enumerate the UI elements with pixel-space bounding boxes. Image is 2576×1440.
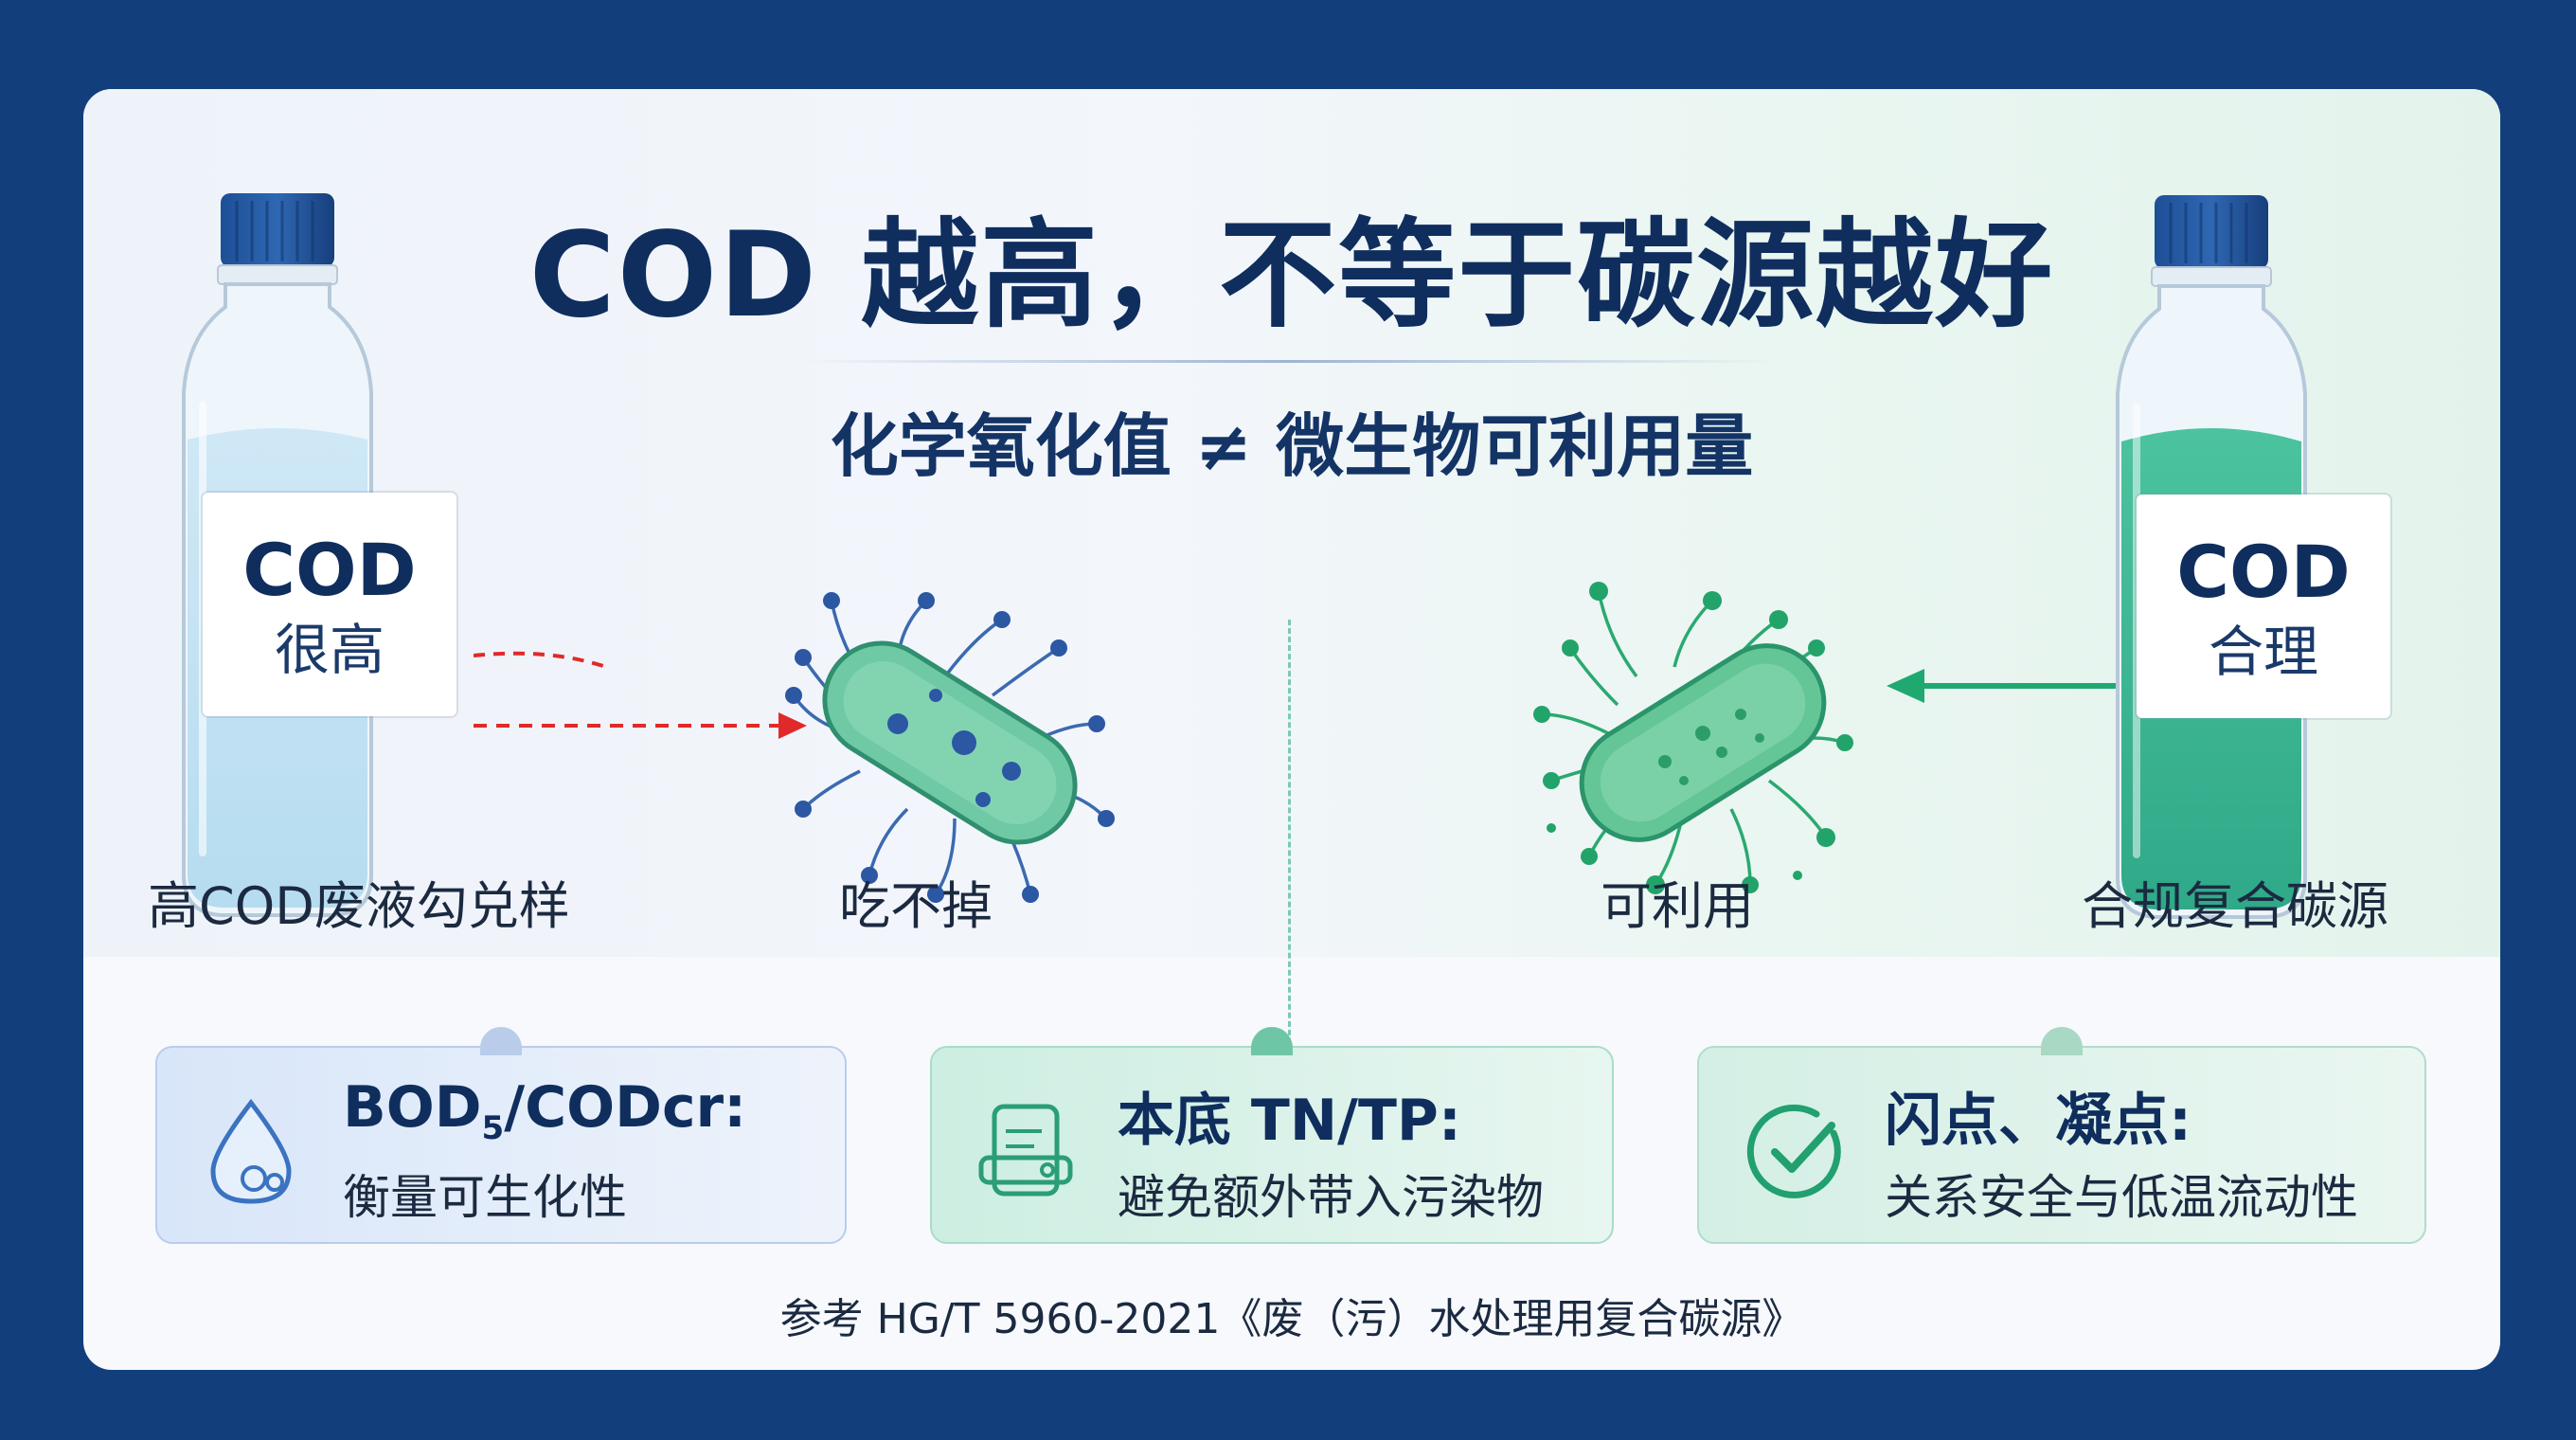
right-bottle-label: COD 合理: [2137, 495, 2390, 718]
page-title: COD 越高，不等于碳源越好: [528, 207, 2055, 344]
card-desc-bod: 衡量可生化性: [343, 1170, 627, 1225]
left-bottle-label-level: 很高: [274, 618, 385, 682]
card-title-bod: BOD5/CODcr:: [343, 1074, 746, 1147]
document-icon: [978, 1104, 1073, 1197]
left-microbe-caption: 吃不掉: [839, 876, 993, 936]
right-microbe-caption: 可利用: [1601, 876, 1754, 936]
illustration-band: [83, 89, 2500, 957]
droplet-icon: [210, 1098, 292, 1204]
info-card-bod: BOD5/CODcr: 衡量可生化性: [155, 1027, 847, 1244]
check-circle-icon: [1746, 1105, 1841, 1198]
left-bottle-label-cod: COD: [242, 528, 417, 612]
right-bottle-caption: 合规复合碳源: [2082, 876, 2388, 936]
center-divider: [1288, 620, 1291, 1112]
card-connector: [2041, 1027, 2083, 1055]
card-title-tntp: 本底 TN/TP:: [1118, 1088, 1461, 1154]
dashed-arrow-icon: [474, 651, 807, 739]
bacteria-icon: [1533, 582, 1853, 894]
card-connector: [1251, 1027, 1293, 1055]
info-card-tntp: 本底 TN/TP: 避免额外带入污染物: [930, 1027, 1614, 1244]
card-desc-flashpoint: 关系安全与低温流动性: [1885, 1170, 2358, 1225]
card-title-bod-subscript: 5: [481, 1109, 505, 1147]
card-connector: [480, 1027, 522, 1055]
right-bottle-label-cod: COD: [2176, 530, 2351, 614]
left-bottle-label: COD 很高: [203, 493, 456, 716]
card-desc-tntp: 避免额外带入污染物: [1118, 1170, 1544, 1225]
left-bottle-caption: 高COD废液勾兑样: [148, 876, 570, 936]
bacteria-icon: [785, 592, 1115, 903]
title-divider: [803, 360, 1779, 363]
page-subtitle: 化学氧化值 ≠ 微生物可利用量: [830, 406, 1754, 486]
main-card: COD 越高，不等于碳源越好 化学氧化值 ≠ 微生物可利用量 COD 很高 高C…: [83, 89, 2500, 1370]
card-title-flashpoint: 闪点、凝点:: [1885, 1088, 2191, 1154]
card-title-bod-rest: /CODcr:: [504, 1074, 747, 1141]
right-bottle-label-level: 合理: [2208, 620, 2318, 684]
reference-note: 参考 HG/T 5960-2021《废（污）水处理用复合碳源》: [779, 1295, 1804, 1343]
info-card-flashpoint: 闪点、凝点: 关系安全与低温流动性: [1697, 1027, 2426, 1244]
card-title-bod-main: BOD: [343, 1074, 482, 1141]
